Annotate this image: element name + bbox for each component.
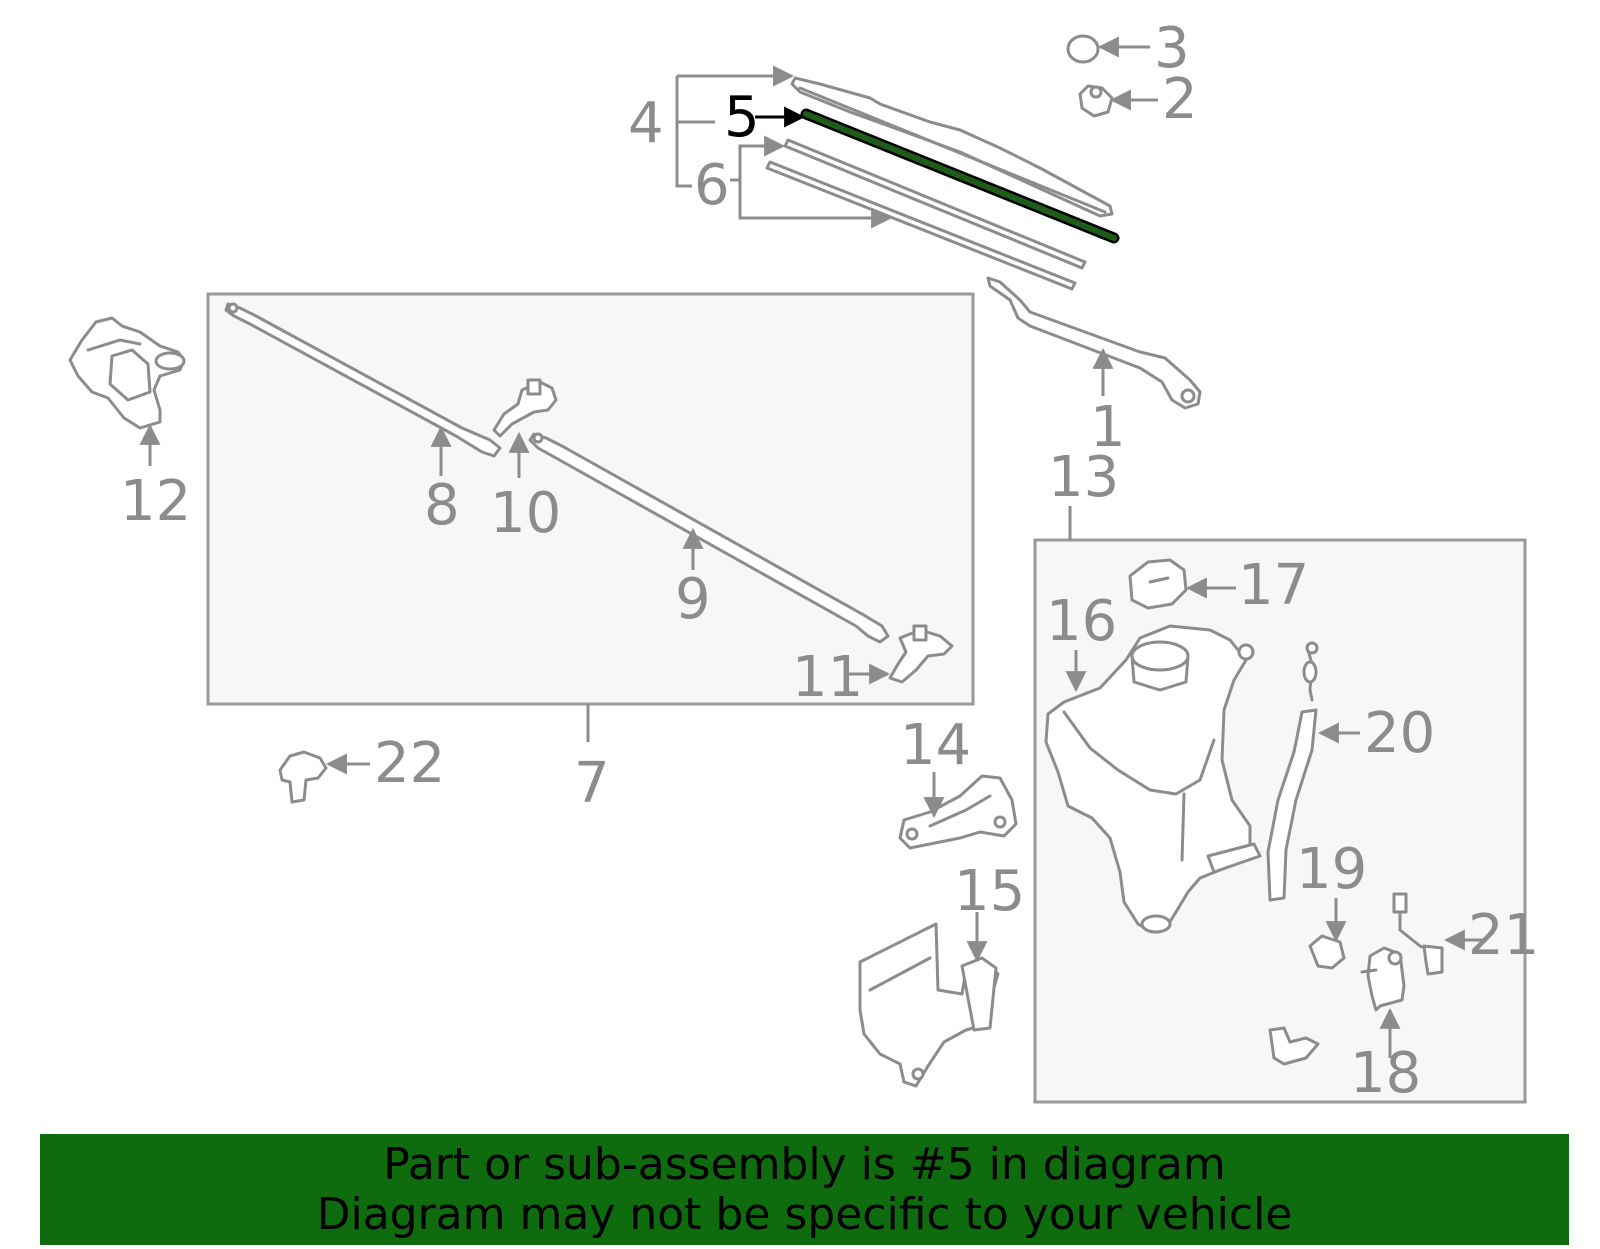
callout-9: 9 xyxy=(675,567,711,632)
callout-8: 8 xyxy=(424,473,460,538)
link-rod-part-9 xyxy=(528,432,890,644)
wiper-blade-rails xyxy=(765,138,1087,291)
level-sensor-part-21 xyxy=(1392,892,1444,976)
callout-21: 21 xyxy=(1468,903,1539,968)
callout-20: 20 xyxy=(1364,701,1435,766)
washer-tank-part-16 xyxy=(1044,624,1262,934)
callout-1: 1 xyxy=(1090,395,1126,460)
hose-elbow xyxy=(1268,1026,1320,1066)
cap-part-3 xyxy=(1066,34,1100,64)
callout-3: 3 xyxy=(1154,16,1190,81)
callout-19: 19 xyxy=(1296,837,1367,902)
washer-nozzle-part-22 xyxy=(278,750,328,804)
bracket-part-14 xyxy=(898,774,1018,850)
callout-16: 16 xyxy=(1046,589,1117,654)
callout-18: 18 xyxy=(1350,1041,1421,1106)
callout-5[interactable]: 5 xyxy=(724,85,760,150)
callout-14: 14 xyxy=(900,713,971,778)
callout-6: 6 xyxy=(694,153,730,218)
washer-hose-part-20 xyxy=(1266,641,1319,902)
wiper-blade-insert-part-5[interactable] xyxy=(800,108,1120,244)
shield-part-15 xyxy=(858,922,1000,1088)
callout-11: 11 xyxy=(792,645,863,710)
grommet-part-19 xyxy=(1308,934,1346,970)
banner-line-1: Part or sub-assembly is #5 in diagram xyxy=(383,1138,1226,1190)
callout-17: 17 xyxy=(1238,553,1309,618)
wiper-blade-frame xyxy=(790,76,1114,218)
callout-22: 22 xyxy=(374,731,445,796)
pivot-part-10 xyxy=(492,378,558,438)
callout-4: 4 xyxy=(628,91,664,156)
callout-12: 12 xyxy=(120,469,191,534)
wiper-arm-part-1 xyxy=(986,276,1202,410)
pivot-part-11 xyxy=(888,624,954,684)
nut-part-2 xyxy=(1078,84,1114,118)
washer-pump-part-18 xyxy=(1360,946,1406,1012)
part-5-highlight-fill xyxy=(803,111,1117,241)
callout-2: 2 xyxy=(1162,67,1198,132)
callout-13: 13 xyxy=(1048,445,1119,510)
banner-line-2: Diagram may not be specific to your vehi… xyxy=(316,1188,1293,1240)
callout-7: 7 xyxy=(574,751,610,816)
link-rod-part-8 xyxy=(224,302,502,458)
wiper-motor-part-12 xyxy=(68,316,186,430)
callout-15: 15 xyxy=(954,859,1025,924)
part-info-banner: Part or sub-assembly is #5 in diagram Di… xyxy=(40,1134,1569,1245)
callout-10: 10 xyxy=(490,481,561,546)
